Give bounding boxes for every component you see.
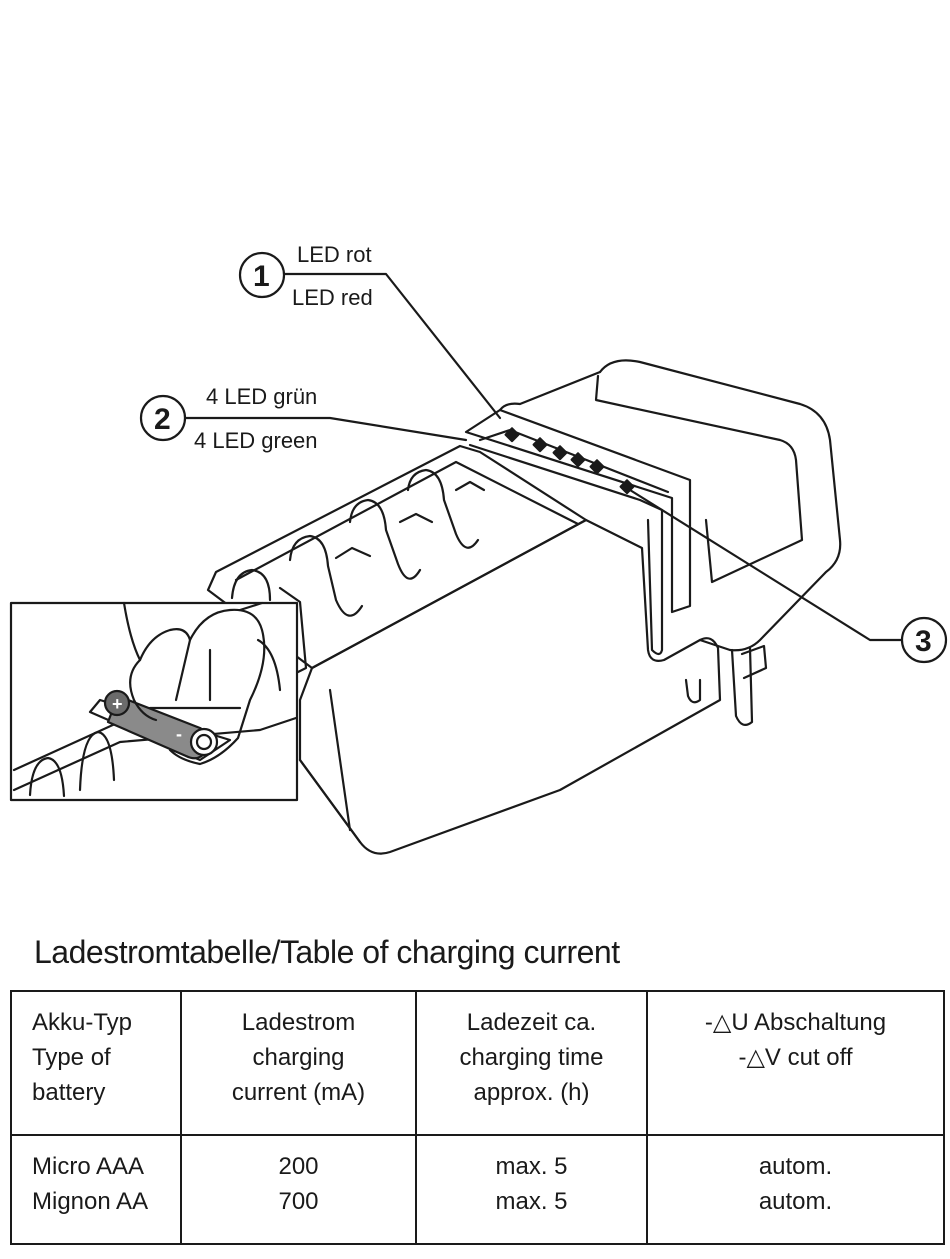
plug-pin-2: [730, 646, 754, 726]
callout-1: 1 LED rot LED red: [238, 242, 502, 420]
table-header-row: Akku-Typ Type of battery Ladestrom charg…: [10, 990, 945, 1136]
charging-time-cell: max. 5 max. 5: [415, 1134, 648, 1245]
plug-pin-1: [684, 678, 702, 704]
header-cell-charging-current: Ladestrom charging current (mA): [180, 990, 417, 1136]
led-red: [504, 427, 520, 443]
cut-off-cell: autom. autom.: [646, 1134, 945, 1245]
battery-type-cell: Micro AAA Mignon AA: [10, 1134, 182, 1245]
insert-battery-inset: + -: [9, 601, 299, 802]
led-strip: [464, 408, 692, 656]
plus-sign: +: [112, 694, 123, 714]
header-cell-battery-type: Akku-Typ Type of battery: [10, 990, 182, 1136]
callout-2-label-en: 4 LED green: [194, 428, 318, 453]
inset-hand: [122, 601, 266, 766]
charging-current-table: Akku-Typ Type of battery Ladestrom charg…: [10, 990, 945, 1245]
led-green-4: [589, 459, 605, 475]
table-body-row: Micro AAA Mignon AA 200 700 max. 5 max. …: [10, 1134, 945, 1245]
header-cell-charging-time: Ladezeit ca. charging time approx. (h): [415, 990, 648, 1136]
callout-1-number: 1: [253, 260, 270, 293]
led-green-2: [552, 445, 568, 461]
callout-3-number: 3: [915, 625, 932, 658]
callout-2-label-de: 4 LED grün: [206, 384, 317, 409]
charger-illustration: + - 1 LED rot LED red 2 4 LED grün 4 LED…: [9, 242, 948, 855]
callout-2-number: 2: [154, 403, 171, 436]
callout-1-label-de: LED rot: [297, 242, 372, 267]
table-title: Ladestromtabelle/Table of charging curre…: [34, 934, 620, 970]
callout-1-label-en: LED red: [292, 285, 373, 310]
callout-2: 2 4 LED grün 4 LED green: [139, 384, 468, 453]
minus-sign: -: [176, 724, 182, 744]
led-green-1: [532, 437, 548, 453]
callout-3: 3: [628, 488, 948, 664]
charging-current-cell: 200 700: [180, 1134, 417, 1245]
header-cell-cut-off: -△U Abschaltung -△V cut off: [646, 990, 945, 1136]
charger-front-body: [298, 518, 768, 855]
charger-rear-housing: [498, 359, 842, 652]
led-green-3: [570, 452, 586, 468]
